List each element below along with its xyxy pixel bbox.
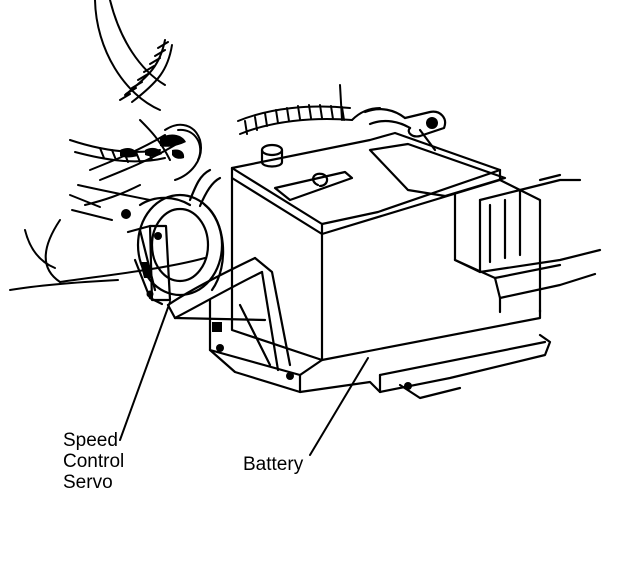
- engine-background-lines: [9, 0, 206, 291]
- battery-label: Battery: [243, 454, 304, 475]
- terminal-dark-fill: [426, 117, 438, 129]
- servo-label-line-2: Control: [63, 451, 125, 472]
- servo-dark-fill: [140, 232, 162, 298]
- servo-label-line-1: Speed: [63, 430, 118, 451]
- wiring-harness: [69, 39, 202, 221]
- top-cable-bundle: [237, 84, 381, 135]
- leader-lines: [119, 301, 369, 456]
- servo-label-line-3: Servo: [63, 472, 113, 493]
- fender-structure: [453, 173, 602, 314]
- tray-dark-fill: [212, 322, 412, 390]
- battery-drawing: [230, 131, 542, 362]
- speed-control-servo-drawing: [126, 168, 225, 306]
- wiring-dark-fill: [120, 134, 186, 219]
- speed-control-servo-label: Speed Control Servo: [63, 430, 124, 493]
- battery-leader-line: [309, 357, 369, 456]
- servo-leader-line: [119, 301, 171, 441]
